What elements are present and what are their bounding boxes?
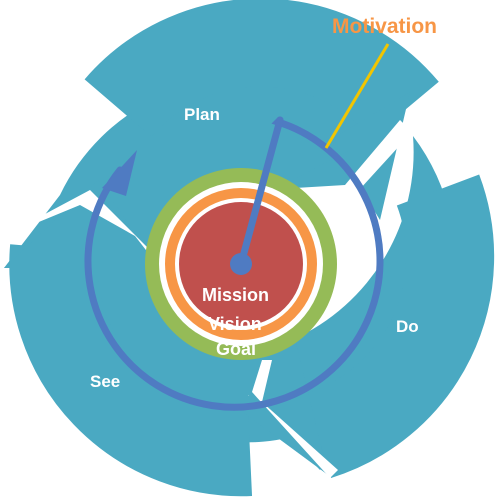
plan-label: Plan xyxy=(184,105,220,124)
mission-label: Mission xyxy=(202,285,269,305)
vision-label: Vision xyxy=(208,314,262,334)
do-arc xyxy=(303,174,495,479)
gap-left xyxy=(0,190,160,268)
gap-bottom xyxy=(252,360,338,478)
see-segment xyxy=(39,220,301,443)
do-label: Do xyxy=(396,317,419,336)
motivation-label: Motivation xyxy=(332,15,437,38)
see-label: See xyxy=(90,372,120,391)
indicator-needle xyxy=(237,116,284,268)
indicator-loop xyxy=(84,116,384,411)
indicator-arrowhead xyxy=(102,150,137,196)
goal-label: Goal xyxy=(216,339,256,359)
see-arc xyxy=(9,244,252,497)
indicator-pivot xyxy=(230,253,252,275)
plan-arc xyxy=(84,0,439,139)
motivation-line xyxy=(324,43,390,149)
plan-arrowhead xyxy=(4,180,160,268)
